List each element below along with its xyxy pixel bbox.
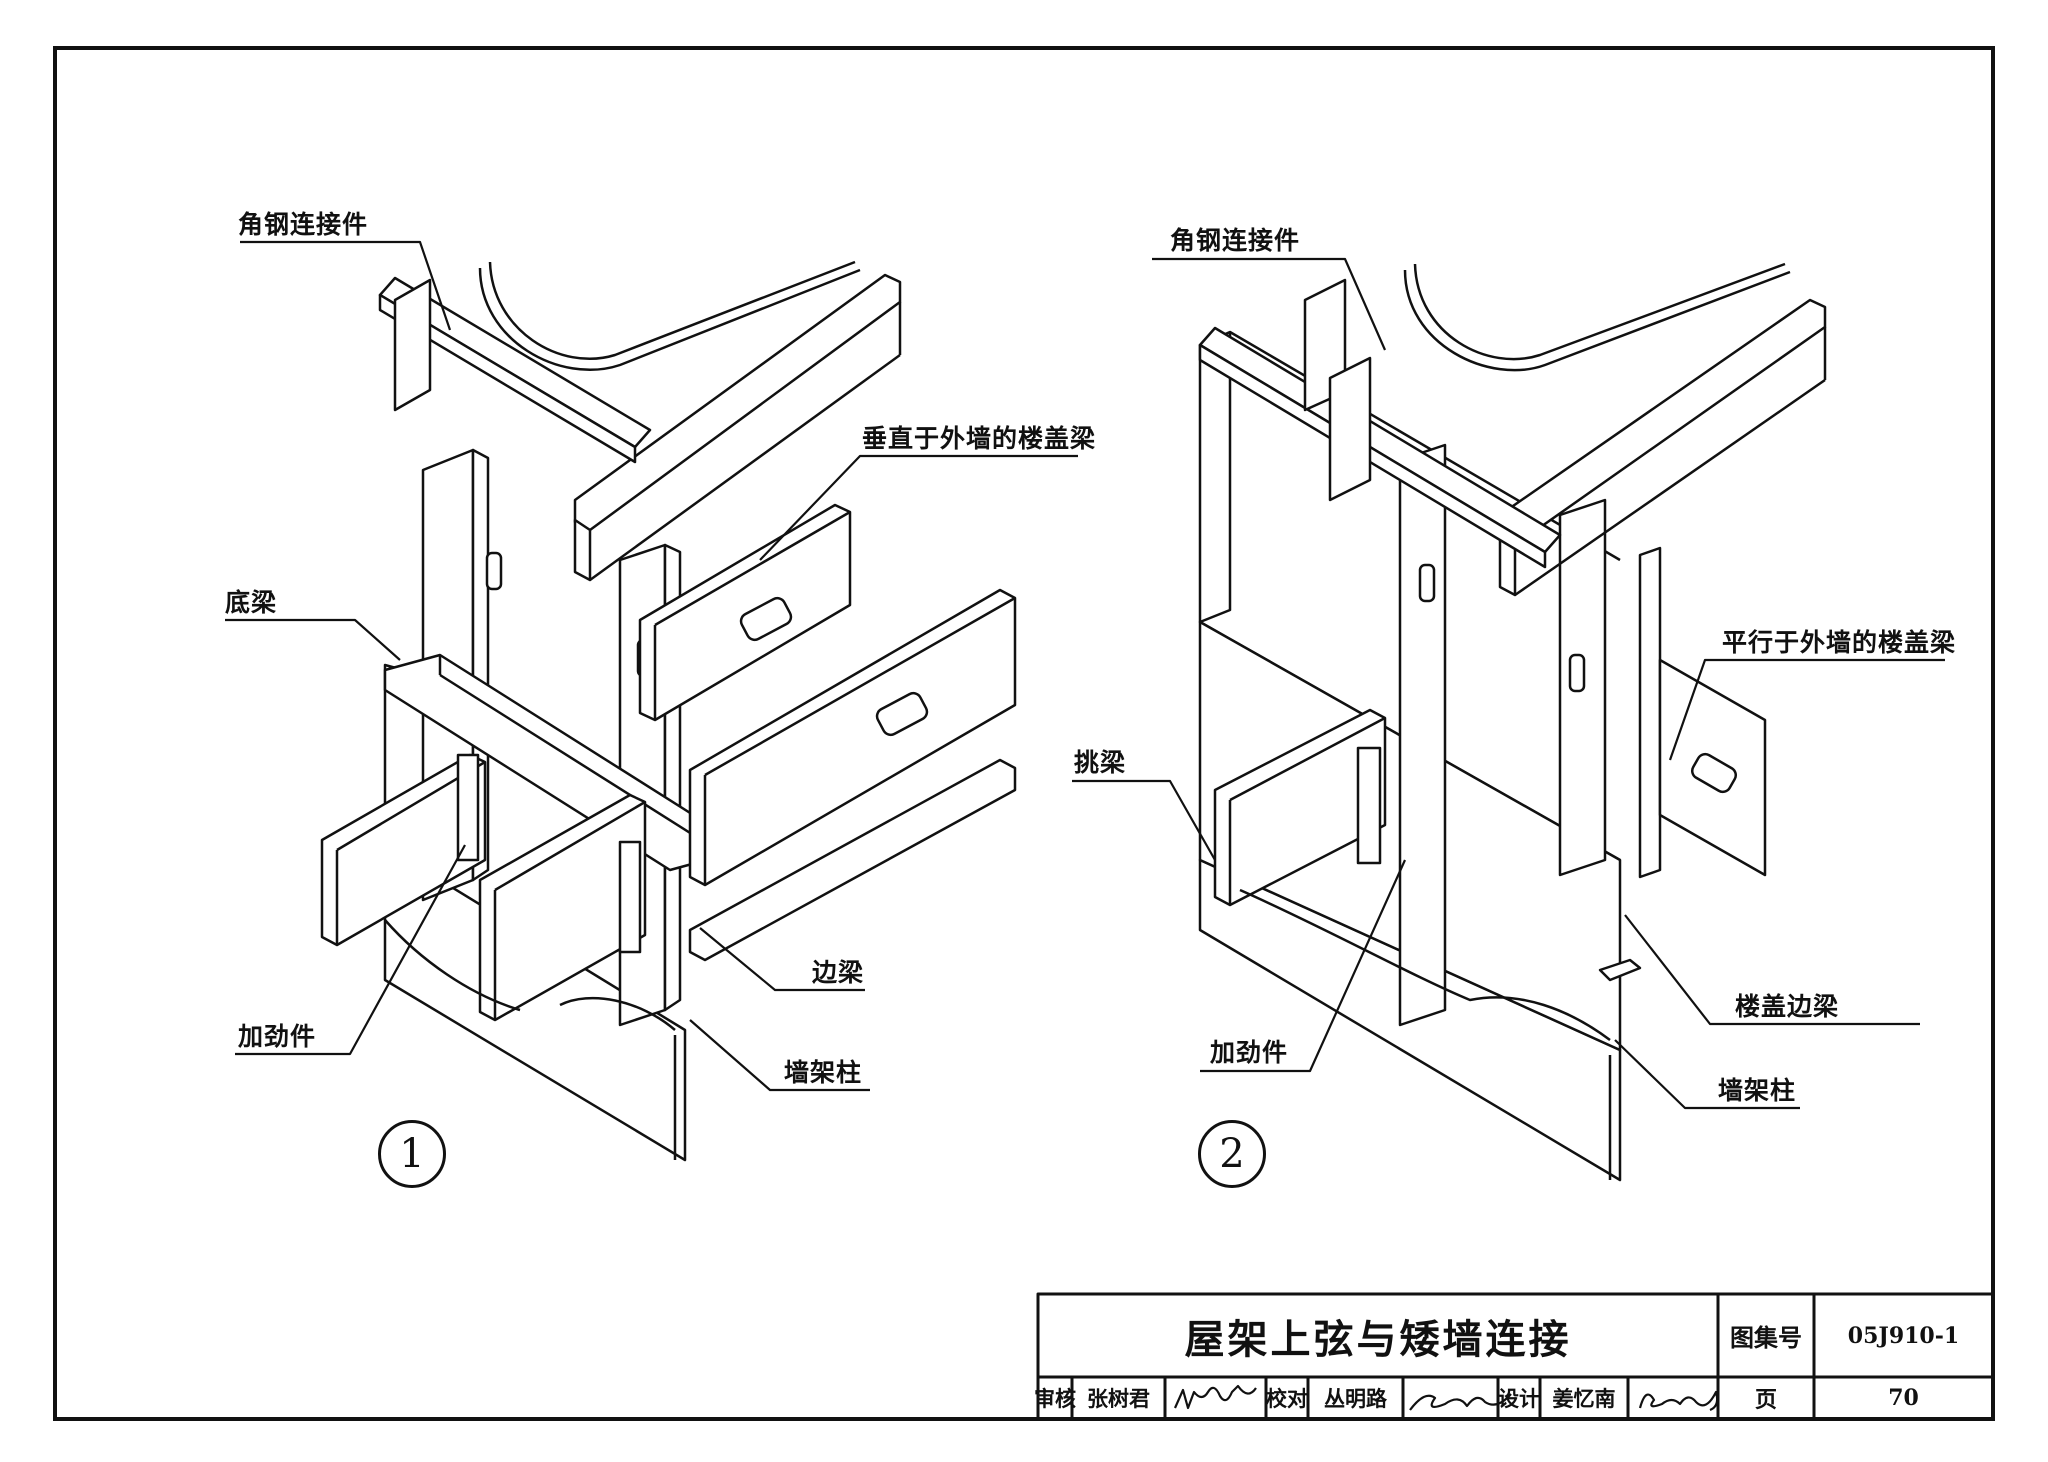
label-angle-connector-1: 角钢连接件 <box>238 210 369 239</box>
label-stiffener-1: 加劲件 <box>238 1022 317 1051</box>
detail-1-drawing <box>320 260 1017 1162</box>
designer-signature <box>1638 1390 1719 1412</box>
label-floor-beam-parallel: 平行于外墙的楼盖梁 <box>1722 628 1957 657</box>
detail-number-1: 1 <box>378 1120 446 1188</box>
check-label: 校对 <box>1266 1387 1308 1411</box>
atlas-label: 图集号 <box>1730 1324 1802 1352</box>
detail-number-2: 2 <box>1198 1120 1266 1188</box>
label-cantilever-beam: 挑梁 <box>1074 748 1127 777</box>
label-floor-beam-perpendicular: 垂直于外墙的楼盖梁 <box>862 424 1097 453</box>
checker-name: 丛明路 <box>1324 1387 1387 1411</box>
label-angle-connector-2: 角钢连接件 <box>1170 226 1301 255</box>
reviewer-name: 张树君 <box>1087 1387 1150 1411</box>
drawing-frame <box>53 46 1995 1421</box>
checker-signature <box>1409 1393 1512 1411</box>
label-bottom-beam: 底梁 <box>225 588 278 617</box>
signatures <box>1173 1384 1719 1412</box>
atlas-number: 05J910-1 <box>1847 1322 1960 1349</box>
drawing-title: 屋架上弦与矮墙连接 <box>1184 1316 1572 1363</box>
label-floor-edge-beam: 楼盖边梁 <box>1735 992 1840 1021</box>
detail-2-drawing <box>1198 262 1827 1182</box>
label-wall-stud-1: 墙架柱 <box>784 1058 863 1087</box>
label-edge-beam: 边梁 <box>812 958 865 987</box>
page-number: 70 <box>1888 1385 1919 1411</box>
label-stiffener-2: 加劲件 <box>1210 1038 1289 1067</box>
designer-name: 姜忆南 <box>1552 1387 1616 1411</box>
label-wall-stud-2: 墙架柱 <box>1718 1076 1797 1105</box>
design-label: 设计 <box>1498 1387 1540 1411</box>
leader-lines <box>225 240 1945 1110</box>
review-label: 审核 <box>1034 1387 1076 1411</box>
page-label: 页 <box>1754 1388 1777 1413</box>
reviewer-signature <box>1173 1384 1257 1410</box>
